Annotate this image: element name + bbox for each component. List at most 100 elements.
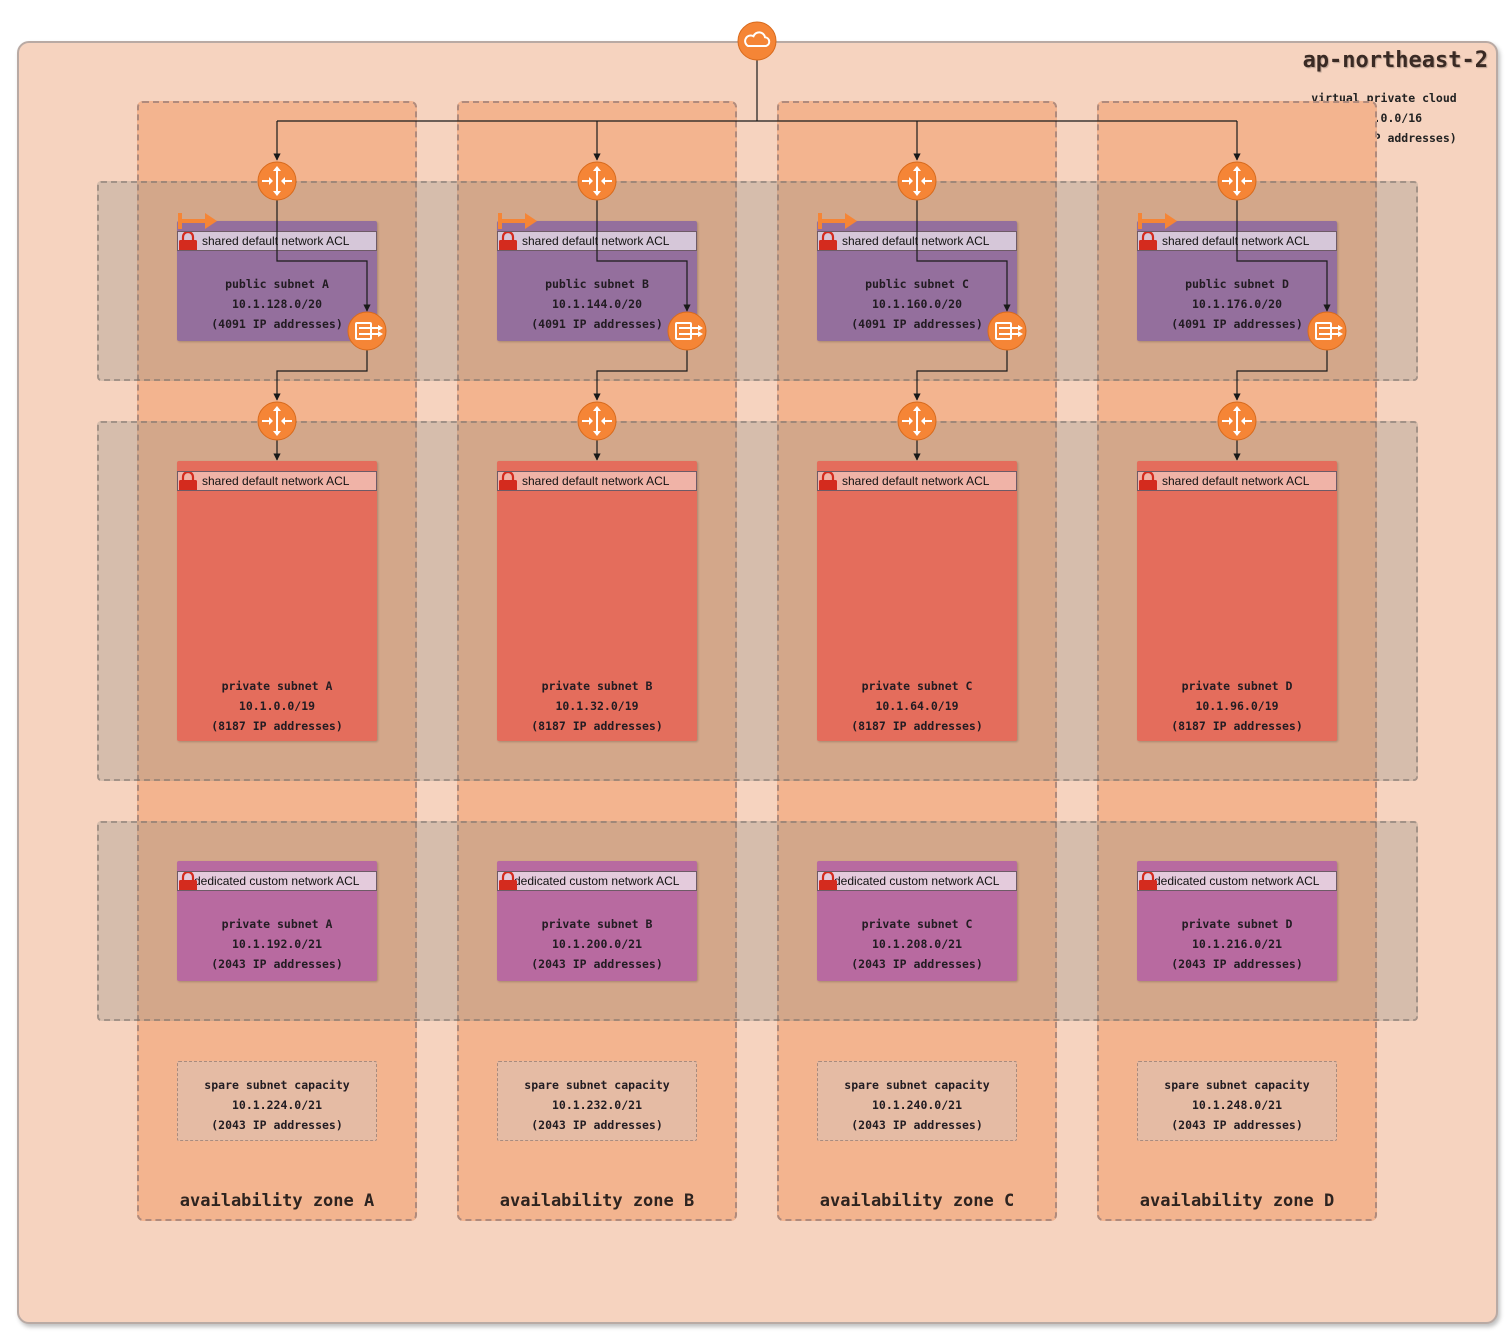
dedicated-subnet-d[interactable]: dedicated custom network ACL private sub… bbox=[1137, 861, 1337, 981]
subnet-ip-count: (2043 IP addresses) bbox=[211, 957, 343, 971]
dedicated-subnet-a[interactable]: dedicated custom network ACL private sub… bbox=[177, 861, 377, 981]
link-router-nat-d bbox=[1236, 200, 1331, 312]
acl-label: shared default network ACL bbox=[842, 234, 990, 248]
subnet-cidr: 10.1.192.0/21 bbox=[231, 937, 322, 951]
nat-gateway-icon[interactable] bbox=[667, 311, 707, 351]
lock-icon bbox=[1139, 232, 1157, 250]
zone-label: availability zone D bbox=[1139, 1191, 1335, 1211]
subnet-details: private subnet C 10.1.64.0/19 (8187 IP a… bbox=[817, 676, 1017, 736]
router-icon[interactable] bbox=[897, 401, 937, 441]
subnet-cidr: 10.1.160.0/20 bbox=[871, 297, 962, 311]
lock-icon bbox=[499, 872, 517, 890]
public-subnet-d[interactable]: shared default network ACL public subnet… bbox=[1137, 221, 1337, 341]
dedicated-subnet-c[interactable]: dedicated custom network ACL private sub… bbox=[817, 861, 1017, 981]
acl-label: dedicated custom network ACL bbox=[1154, 874, 1320, 888]
subnet-name: spare subnet capacity bbox=[204, 1078, 350, 1092]
nat-gateway-icon[interactable] bbox=[1307, 311, 1347, 351]
subnet-ip-count: (2043 IP addresses) bbox=[531, 1118, 663, 1132]
subnet-cidr: 10.1.240.0/21 bbox=[871, 1098, 962, 1112]
subnet-ip-count: (2043 IP addresses) bbox=[851, 957, 983, 971]
subnet-cidr: 10.1.224.0/21 bbox=[231, 1098, 322, 1112]
subnet-ip-count: (8187 IP addresses) bbox=[851, 719, 983, 733]
nat-gateway-icon[interactable] bbox=[347, 311, 387, 351]
private-subnet-c[interactable]: shared default network ACL private subne… bbox=[817, 461, 1017, 741]
network-acl: shared default network ACL bbox=[1137, 471, 1337, 491]
spare-capacity-d: spare subnet capacity 10.1.248.0/21 (204… bbox=[1137, 1061, 1337, 1141]
subnet-cidr: 10.1.200.0/21 bbox=[551, 937, 642, 951]
router-icon[interactable] bbox=[897, 161, 937, 201]
spare-capacity-c: spare subnet capacity 10.1.240.0/21 (204… bbox=[817, 1061, 1017, 1141]
subnet-name: private subnet A bbox=[221, 917, 333, 931]
subnet-name: spare subnet capacity bbox=[524, 1078, 670, 1092]
lock-icon bbox=[819, 872, 837, 890]
network-acl: dedicated custom network ACL bbox=[817, 871, 1017, 891]
lock-icon bbox=[179, 872, 197, 890]
subnet-ip-count: (4091 IP addresses) bbox=[851, 317, 983, 331]
subnet-cidr: 10.1.176.0/20 bbox=[1191, 297, 1282, 311]
link-nat-router-a bbox=[273, 350, 368, 401]
subnet-details: spare subnet capacity 10.1.240.0/21 (204… bbox=[818, 1075, 1016, 1135]
network-acl: dedicated custom network ACL bbox=[497, 871, 697, 891]
subnet-cidr: 10.1.144.0/20 bbox=[551, 297, 642, 311]
subnet-ip-count: (2043 IP addresses) bbox=[1171, 1118, 1303, 1132]
acl-label: shared default network ACL bbox=[522, 234, 670, 248]
subnet-details: private subnet C 10.1.208.0/21 (2043 IP … bbox=[817, 914, 1017, 974]
network-acl: shared default network ACL bbox=[177, 471, 377, 491]
acl-label: dedicated custom network ACL bbox=[834, 874, 1000, 888]
network-acl: dedicated custom network ACL bbox=[177, 871, 377, 891]
acl-label: dedicated custom network ACL bbox=[514, 874, 680, 888]
nat-gateway-icon[interactable] bbox=[987, 311, 1027, 351]
subnet-name: private subnet D bbox=[1181, 917, 1293, 931]
link-nat-router-d bbox=[1233, 350, 1328, 401]
acl-label: shared default network ACL bbox=[1162, 234, 1310, 248]
zone-label: availability zone B bbox=[499, 1191, 695, 1211]
subnet-cidr: 10.1.64.0/19 bbox=[875, 699, 959, 713]
private-subnet-a[interactable]: shared default network ACL private subne… bbox=[177, 461, 377, 741]
router-icon[interactable] bbox=[257, 401, 297, 441]
subnet-details: public subnet C 10.1.160.0/20 (4091 IP a… bbox=[817, 274, 1017, 334]
subnet-cidr: 10.1.0.0/19 bbox=[238, 699, 316, 713]
subnet-cidr: 10.1.248.0/21 bbox=[1191, 1098, 1282, 1112]
lock-icon bbox=[1139, 472, 1157, 490]
subnet-ip-count: (8187 IP addresses) bbox=[531, 719, 663, 733]
private-subnet-b[interactable]: shared default network ACL private subne… bbox=[497, 461, 697, 741]
lock-icon bbox=[1139, 872, 1157, 890]
acl-label: shared default network ACL bbox=[202, 474, 350, 488]
subnet-cidr: 10.1.128.0/20 bbox=[231, 297, 322, 311]
lock-icon bbox=[819, 472, 837, 490]
subnet-details: public subnet B 10.1.144.0/20 (4091 IP a… bbox=[497, 274, 697, 334]
zone-label: availability zone A bbox=[179, 1191, 375, 1211]
subnet-name: private subnet B bbox=[541, 917, 653, 931]
subnet-name: private subnet D bbox=[1181, 679, 1293, 693]
subnet-details: public subnet A 10.1.128.0/20 (4091 IP a… bbox=[177, 274, 377, 334]
dedicated-subnet-b[interactable]: dedicated custom network ACL private sub… bbox=[497, 861, 697, 981]
link-router-nat-a bbox=[276, 200, 371, 312]
subnet-details: private subnet D 10.1.216.0/21 (2043 IP … bbox=[1137, 914, 1337, 974]
region-title: ap-northeast-2 bbox=[1302, 48, 1488, 73]
public-route-arrow-icon bbox=[178, 213, 217, 229]
subnet-name: private subnet C bbox=[861, 917, 973, 931]
spare-capacity-b: spare subnet capacity 10.1.232.0/21 (204… bbox=[497, 1061, 697, 1141]
subnet-details: spare subnet capacity 10.1.248.0/21 (204… bbox=[1138, 1075, 1336, 1135]
link-router-nat-b bbox=[596, 200, 691, 312]
router-icon[interactable] bbox=[577, 161, 617, 201]
subnet-ip-count: (4091 IP addresses) bbox=[211, 317, 343, 331]
subnet-details: spare subnet capacity 10.1.224.0/21 (204… bbox=[178, 1075, 376, 1135]
link-nat-router-c bbox=[913, 350, 1008, 401]
router-icon[interactable] bbox=[1217, 401, 1257, 441]
router-icon[interactable] bbox=[1217, 161, 1257, 201]
acl-label: dedicated custom network ACL bbox=[194, 874, 360, 888]
lock-icon bbox=[179, 232, 197, 250]
internet-gateway-icon[interactable] bbox=[737, 21, 777, 61]
subnet-name: spare subnet capacity bbox=[1164, 1078, 1310, 1092]
zone-label: availability zone C bbox=[819, 1191, 1015, 1211]
lock-icon bbox=[499, 472, 517, 490]
acl-label: shared default network ACL bbox=[842, 474, 990, 488]
subnet-name: public subnet A bbox=[225, 277, 329, 291]
private-subnet-d[interactable]: shared default network ACL private subne… bbox=[1137, 461, 1337, 741]
lock-icon bbox=[499, 232, 517, 250]
router-icon[interactable] bbox=[257, 161, 297, 201]
network-acl: dedicated custom network ACL bbox=[1137, 871, 1337, 891]
router-icon[interactable] bbox=[577, 401, 617, 441]
